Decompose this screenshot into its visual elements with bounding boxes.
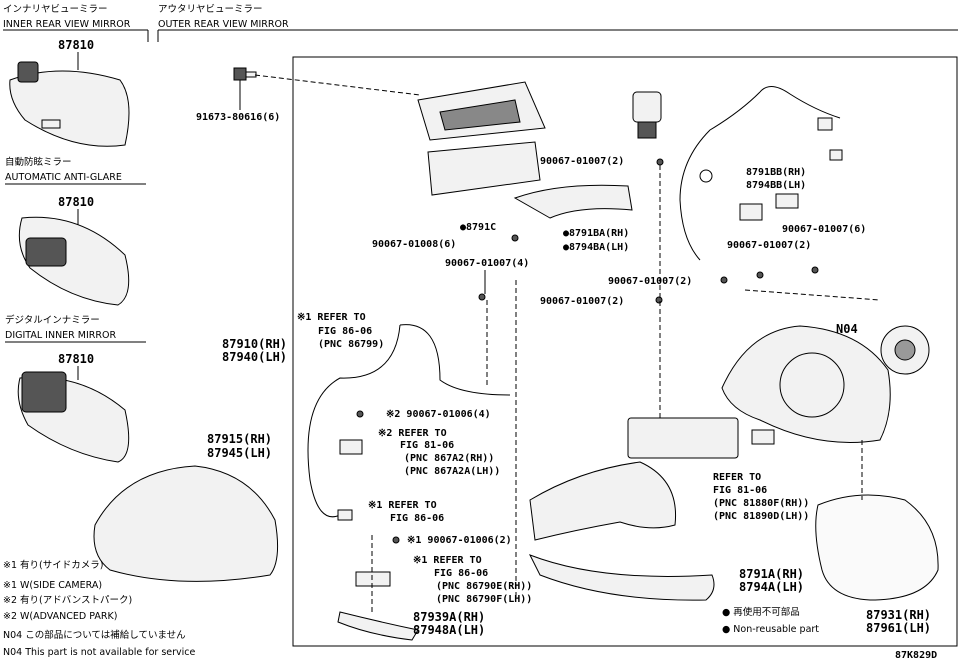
- label-8794bb: 8794BB(LH): [746, 180, 806, 191]
- note-4: ※2 W(ADVANCED PARK): [3, 611, 117, 622]
- dash-bolt: [254, 74, 421, 96]
- label-ref3-a: ※1 REFER TO: [368, 500, 437, 511]
- header-outer-en: OUTER REAR VIEW MIRROR: [158, 19, 289, 30]
- note-2: ※1 W(SIDE CAMERA): [3, 580, 102, 591]
- label-digital-jp: デジタルインナミラー: [5, 314, 100, 326]
- mirror-base-bracket: [529, 461, 677, 541]
- label-8794ba: ●8794BA(LH): [563, 242, 629, 253]
- note-3: ※2 有り(アドバンストパーク): [3, 594, 132, 606]
- guide-line: [744, 289, 881, 301]
- screw-icon: [756, 271, 764, 279]
- inner-mirror-standard: [9, 61, 130, 147]
- legend-jp: ● 再使用不可部品: [722, 606, 800, 618]
- mirror-base-frame: [417, 81, 546, 141]
- turn-lamp-bracket: [751, 429, 775, 445]
- mirror-housing: [721, 325, 891, 443]
- label-auto-en: AUTOMATIC ANTI-GLARE: [5, 172, 122, 183]
- label-87939a: 87939A(RH): [413, 610, 485, 624]
- screw-icon: [356, 410, 364, 418]
- label-8791c: ●8791C: [460, 222, 496, 233]
- label-screw-i: ※1 90067-01006(2): [407, 535, 512, 546]
- label-87961: 87961(LH): [866, 621, 931, 635]
- screw-icon: [511, 234, 519, 242]
- note-5: N04 この部品については補給していません: [3, 629, 186, 641]
- label-ref2-c: (PNC 867A2(RH)): [404, 453, 494, 464]
- label-ref2-b: FIG 81-06: [400, 440, 454, 451]
- inner-mirror-anti-glare: [18, 216, 130, 306]
- motor-actuator: [632, 91, 662, 139]
- cover-8791ba: [513, 184, 633, 219]
- label-bolt-top: 91673-80616(6): [196, 112, 280, 123]
- pn-87810-b: 87810: [58, 195, 94, 209]
- legend-en: ● Non-reusable part: [722, 624, 819, 635]
- note-1: ※1 有り(サイドカメラ): [3, 559, 103, 571]
- label-screw-e: 90067-01007(2): [727, 240, 811, 251]
- label-ref4-b: FIG 86-06: [434, 568, 488, 579]
- label-ref5-b: FIG 81-06: [713, 485, 767, 496]
- mirror-cover-87915: [93, 465, 279, 582]
- bolt-icon: [233, 67, 257, 81]
- label-ref4-a: ※1 REFER TO: [413, 555, 482, 566]
- label-87915: 87915(RH): [207, 432, 272, 446]
- label-ref3-b: FIG 86-06: [390, 513, 444, 524]
- label-n04: N04: [836, 322, 858, 336]
- retractor-unit: [627, 417, 739, 459]
- label-8791a: 8791A(RH): [739, 567, 804, 581]
- label-87940: 87940(LH): [222, 350, 287, 364]
- wire-harness-8791bb: [679, 86, 843, 261]
- screw-icon: [656, 158, 664, 166]
- gasket-8791c: [427, 141, 541, 196]
- pn-87810-a: 87810: [58, 38, 94, 52]
- label-8791bb: 8791BB(RH): [746, 167, 806, 178]
- label-screw-c: 90067-01007(4): [445, 258, 529, 269]
- label-ref5-d: (PNC 81890D(LH)): [713, 511, 809, 522]
- label-ref1-c: (PNC 86799): [318, 339, 384, 350]
- label-87910: 87910(RH): [222, 337, 287, 351]
- header-inner-en: INNER REAR VIEW MIRROR: [3, 19, 131, 30]
- mirror-motor-n04: [880, 325, 930, 375]
- label-ref2-d: (PNC 867A2A(LH)): [404, 466, 500, 477]
- label-87931: 87931(RH): [866, 608, 931, 622]
- label-ref4-c: (PNC 86790E(RH)): [436, 581, 532, 592]
- label-87948a: 87948A(LH): [413, 623, 485, 637]
- label-screw-a: 90067-01007(2): [540, 156, 624, 167]
- label-ref2-a: ※2 REFER TO: [378, 428, 447, 439]
- camera-harness: [307, 324, 511, 521]
- screw-icon: [392, 536, 400, 544]
- header-outer-jp: アウタリヤビューミラー: [158, 4, 263, 15]
- label-ref1-b: FIG 86-06: [318, 326, 372, 337]
- inner-mirror-digital: [17, 371, 130, 463]
- screw-icon: [720, 276, 728, 284]
- note-6: N04 This part is not available for servi…: [3, 647, 196, 658]
- sensor-bracket: [339, 439, 363, 455]
- label-digital-en: DIGITAL INNER MIRROR: [5, 330, 116, 341]
- label-screw-b: 90067-01008(6): [372, 239, 456, 250]
- figure-id: 87K829D: [895, 650, 937, 661]
- screw-icon: [655, 296, 663, 304]
- label-auto-jp: 自動防眩ミラー: [5, 156, 72, 168]
- header-inner-jp: インナリヤビューミラー: [3, 4, 108, 15]
- mirror-glass-87931: [815, 494, 939, 601]
- outer-assembly-frame: [292, 56, 958, 647]
- label-ref5-c: (PNC 81880F(RH)): [713, 498, 809, 509]
- label-8794a: 8794A(LH): [739, 580, 804, 594]
- lower-cover-87939a: [337, 611, 419, 641]
- label-screw-f: 90067-01007(2): [608, 276, 692, 287]
- label-ref1-a: ※1 REFER TO: [297, 312, 366, 323]
- screw-icon: [478, 293, 486, 301]
- label-screw-g: 90067-01007(2): [540, 296, 624, 307]
- label-screw-d: 90067-01007(6): [782, 224, 866, 235]
- pn-87810-c: 87810: [58, 352, 94, 366]
- camera-unit: [355, 571, 391, 587]
- screw-icon: [811, 266, 819, 274]
- label-ref4-d: (PNC 86790F(LH)): [436, 594, 532, 605]
- label-screw-h: ※2 90067-01006(4): [386, 409, 491, 420]
- label-8791ba: ●8791BA(RH): [563, 228, 629, 239]
- label-87945: 87945(LH): [207, 446, 272, 460]
- lower-garnish-8791a: [528, 554, 715, 601]
- label-ref5-a: REFER TO: [713, 472, 761, 483]
